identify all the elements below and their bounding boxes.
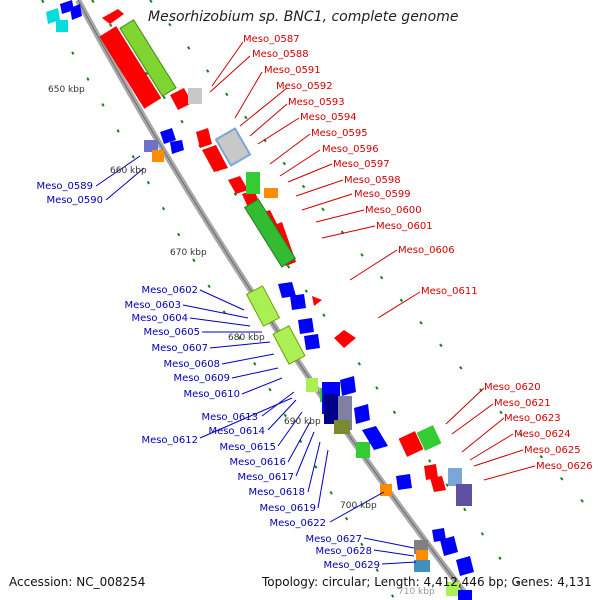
tick-label: 660 kbp <box>110 166 147 176</box>
tick-label: 690 kbp <box>284 417 321 427</box>
gene-label: Meso_0609 <box>173 373 230 384</box>
gene-arrow <box>298 318 314 334</box>
gene-arrow <box>170 140 184 154</box>
gene-arrow <box>170 88 192 110</box>
dotted-guide-rings <box>41 0 600 600</box>
gene-label: Meso_0603 <box>124 300 181 311</box>
gene-label: Meso_0620 <box>484 382 541 393</box>
topology-label: Topology: circular; Length: 4,412,446 bp… <box>262 575 592 589</box>
gene-label: Meso_0597 <box>333 159 390 170</box>
gene-label: Meso_0613 <box>201 412 258 423</box>
gene-arrow <box>290 294 306 310</box>
gene-label: Meso_0588 <box>252 49 309 60</box>
gene-label: Meso_0592 <box>276 81 333 92</box>
gene-label: Meso_0596 <box>322 144 379 155</box>
gene-label: Meso_0600 <box>365 205 422 216</box>
gene-label: Meso_0595 <box>311 128 368 139</box>
gene-label: Meso_0614 <box>208 426 265 437</box>
gene-arrow <box>102 9 124 24</box>
gene-label: Meso_0618 <box>248 487 305 498</box>
accession-label: Accession: NC_008254 <box>9 575 146 589</box>
gene-label: Meso_0605 <box>143 327 200 338</box>
forward-strand-features <box>99 9 370 458</box>
gene-label: Meso_0623 <box>504 413 561 424</box>
gene-label: Meso_0610 <box>183 389 240 400</box>
gene-label: Meso_0622 <box>269 518 326 529</box>
gene-label: Meso_0607 <box>151 343 208 354</box>
gene-label: Meso_0587 <box>243 34 300 45</box>
gene-label: Meso_0589 <box>36 181 93 192</box>
leader-lines-blue <box>95 155 417 565</box>
gene-arrow <box>354 404 370 424</box>
gene-labels-blue: Meso_0589 Meso_0590 Meso_0602 Meso_0603 … <box>36 181 380 571</box>
gene-arrow <box>424 464 438 480</box>
tick-labels: 650 kbp 660 kbp 670 kbp 680 kbp 690 kbp … <box>48 85 435 597</box>
gene-label: Meso_0601 <box>376 221 433 232</box>
gene-arrow <box>432 528 446 542</box>
gene-label: Meso_0626 <box>536 461 593 472</box>
gene-arrow <box>202 145 228 172</box>
gene-label: Meso_0606 <box>398 245 455 256</box>
gene-arrow <box>456 556 474 576</box>
gene-label: Meso_0621 <box>494 398 551 409</box>
gene-label: Meso_0629 <box>323 560 380 571</box>
gene-label: Meso_0615 <box>219 442 276 453</box>
gene-label: Meso_0612 <box>141 435 198 446</box>
gene-label: Meso_0608 <box>163 359 220 370</box>
gene-arrow <box>312 296 322 306</box>
gene-arrow <box>304 334 320 350</box>
reverse-strand-features <box>46 0 474 600</box>
gene-label: Meso_0617 <box>237 472 294 483</box>
gene-arrow <box>396 474 412 490</box>
gene-label: Meso_0594 <box>300 112 357 123</box>
map-title: Mesorhizobium sp. BNC1, complete genome <box>148 9 459 25</box>
gene-arrow <box>278 282 296 298</box>
gene-arrow <box>440 536 458 556</box>
gene-label: Meso_0591 <box>264 65 321 76</box>
gene-label: Meso_0611 <box>421 286 478 297</box>
gene-label: Meso_0628 <box>315 546 372 557</box>
gene-arrow <box>160 128 176 144</box>
gene-label: Meso_0590 <box>46 195 103 206</box>
gene-label: Meso_0598 <box>344 175 401 186</box>
gene-label: Meso_0593 <box>288 97 345 108</box>
gene-label: Meso_0619 <box>259 503 316 514</box>
leader-lines-red <box>209 41 536 481</box>
gene-arrow <box>340 376 356 396</box>
tick-label: 700 kbp <box>340 501 377 511</box>
gene-arrow <box>196 128 212 148</box>
gene-label: Meso_0625 <box>524 445 581 456</box>
tick-label: 710 kbp <box>398 587 435 597</box>
gene-label: Meso_0604 <box>131 313 188 324</box>
gene-labels-red: Meso_0587 Meso_0588 Meso_0591 Meso_0592 … <box>243 34 593 472</box>
tick-label: 670 kbp <box>170 248 207 258</box>
gene-arrow <box>430 476 446 492</box>
gene-label: Meso_0599 <box>354 189 411 200</box>
gene-label: Meso_0624 <box>514 429 571 440</box>
gene-arrow <box>228 176 248 194</box>
gene-arrow <box>362 426 388 450</box>
tick-label: 650 kbp <box>48 85 85 95</box>
gene-arrow <box>70 4 82 20</box>
gene-label: Meso_0602 <box>141 285 198 296</box>
gene-label: Meso_0616 <box>229 457 286 468</box>
gene-label: Meso_0627 <box>305 534 362 545</box>
gene-arrow <box>334 330 356 348</box>
tick-label: 680 kbp <box>228 333 265 343</box>
